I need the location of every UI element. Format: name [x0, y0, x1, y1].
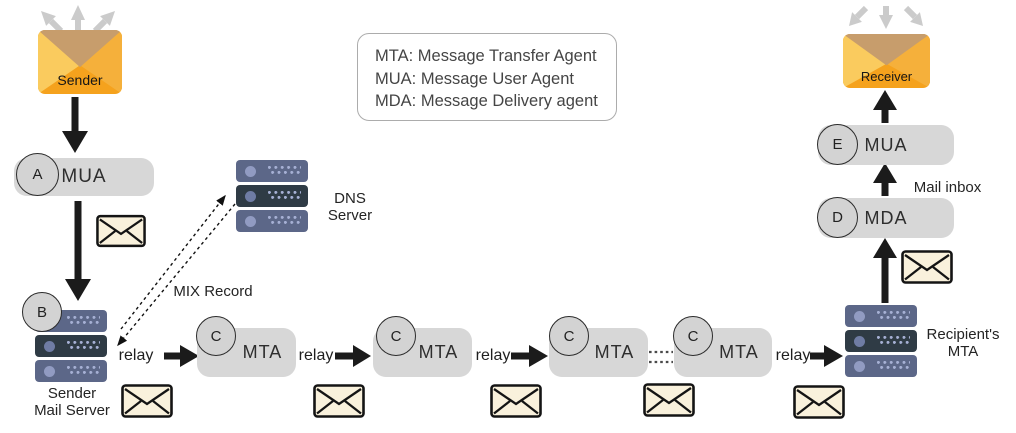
- sender-envelope-icon: Sender: [38, 30, 122, 94]
- mta-2-label: MTA: [418, 342, 459, 362]
- mail-icon-relay-3: [490, 384, 542, 418]
- recipients-mta-line2: MTA: [947, 343, 979, 360]
- arrow-relay-1: [164, 345, 199, 367]
- arrow-server-to-mda: [873, 238, 897, 303]
- mail-icon-relay-5: [793, 385, 845, 419]
- legend-line-mta: MTA: Message Transfer Agent: [375, 47, 597, 65]
- mua-a-label: MUA: [61, 166, 107, 187]
- badge-c4: C: [673, 316, 713, 356]
- mta-4-label: MTA: [719, 342, 759, 362]
- legend-line-mua: MUA: Message User Agent: [375, 69, 574, 88]
- mix-record-label: MIX Record: [173, 283, 253, 300]
- legend-box: MTA: Message Transfer Agent MUA: Message…: [357, 33, 617, 121]
- receiver-envelope-icon: Receiver: [843, 34, 930, 88]
- relay-label-3: relay: [475, 347, 511, 364]
- badge-c2: C: [376, 316, 416, 356]
- mda-d-label: MDA: [864, 207, 908, 228]
- badge-b: B: [22, 292, 62, 332]
- mail-icon-relay-1: [121, 384, 173, 418]
- badge-e: E: [817, 124, 858, 165]
- receiver-label: Receiver: [860, 69, 913, 84]
- mail-icon-relay-4: [643, 383, 695, 417]
- dns-server-icon: [236, 160, 308, 232]
- arrow-mua-to-receiver: [873, 90, 897, 123]
- mta-1-label: MTA: [242, 342, 283, 362]
- mail-icon-relay-2: [313, 384, 365, 418]
- relay-label-2: relay: [298, 347, 334, 364]
- arrow-sender-to-mua: [62, 97, 88, 153]
- sender-mail-server-label: Sender Mail Server: [12, 385, 132, 419]
- arrow-relay-2: [335, 345, 371, 367]
- badge-d: D: [817, 197, 858, 238]
- recipients-mta-label: Recipient's MTA: [903, 326, 1016, 360]
- sender-broadcast-arrows-icon: [41, 5, 115, 34]
- recipients-mta-server-icon: [845, 305, 917, 377]
- mail-icon-server-to-mda: [901, 250, 953, 284]
- badge-c3: C: [549, 316, 589, 356]
- dns-server-line2: Server: [327, 207, 373, 224]
- relay-label-4: relay: [775, 347, 811, 364]
- mua-e-label: MUA: [864, 134, 908, 155]
- sender-label: Sender: [57, 72, 103, 88]
- mta-3-label: MTA: [594, 342, 635, 362]
- sender-mail-server-line2: Mail Server: [34, 402, 110, 419]
- mail-icon-mua-to-server: [96, 214, 146, 248]
- arrow-relay-4: [810, 345, 843, 367]
- arrow-mua-to-mailserver: [65, 201, 91, 301]
- arrow-relay-3: [511, 345, 548, 367]
- legend-line-mda: MDA: Message Delivery agent: [375, 92, 598, 110]
- dns-server-label: DNS Server: [300, 190, 400, 224]
- dns-server-line1: DNS: [334, 190, 366, 207]
- sender-mail-server-line1: Sender: [47, 385, 97, 402]
- badge-a: A: [16, 153, 59, 196]
- badge-c1: C: [196, 316, 236, 356]
- arrow-mda-to-mua: [873, 163, 897, 196]
- mail-inbox-label: Mail inbox: [913, 179, 982, 196]
- recipients-mta-line1: Recipient's: [926, 326, 1000, 343]
- relay-label-1: relay: [118, 347, 154, 364]
- receiver-incoming-arrows-icon: [849, 5, 923, 29]
- mta-chain-ellipsis: [649, 350, 673, 364]
